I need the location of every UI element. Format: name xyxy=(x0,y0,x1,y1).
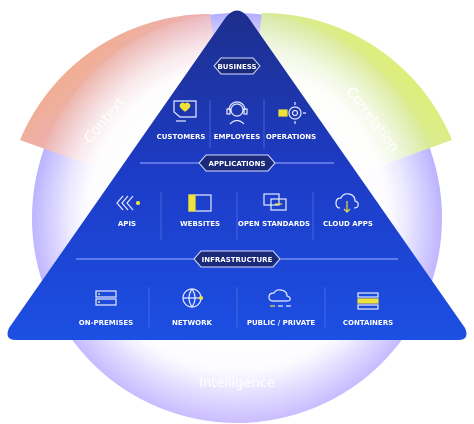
cloud-download-icon xyxy=(335,193,359,213)
pill-applications: APPLICATIONS xyxy=(198,154,276,172)
container-stack-icon xyxy=(357,292,379,310)
pyramid-shape xyxy=(7,10,467,340)
operations-gear-icon xyxy=(278,102,306,124)
employee-headset-icon xyxy=(226,101,248,125)
pill-business: BUSINESS xyxy=(213,57,261,75)
item-operations: OPERATIONS xyxy=(266,133,316,141)
infrastructure-labels: ON-PREMISES NETWORK PUBLIC / PRIVATE CON… xyxy=(79,319,393,327)
item-apis: APIS xyxy=(118,220,136,228)
cloud-cluster-icon xyxy=(268,289,291,307)
pill-applications-label: APPLICATIONS xyxy=(209,160,266,168)
item-customers: CUSTOMERS xyxy=(157,133,206,141)
website-window-icon xyxy=(188,194,212,212)
item-public-private: PUBLIC / PRIVATE xyxy=(247,319,315,327)
column-separators xyxy=(148,100,326,327)
item-websites: WEBSITES xyxy=(180,220,220,228)
item-cloud-apps: CLOUD APPS xyxy=(323,220,373,228)
open-standards-chat-icon xyxy=(263,193,287,211)
item-network: NETWORK xyxy=(172,319,212,327)
item-on-premises: ON-PREMISES xyxy=(79,319,133,327)
business-labels: CUSTOMERS EMPLOYEES OPERATIONS xyxy=(157,133,317,141)
api-chevrons-icon xyxy=(116,195,140,211)
pill-infrastructure-label: INFRASTRUCTURE xyxy=(202,256,273,264)
network-globe-icon xyxy=(182,288,203,308)
applications-labels: APIS WEBSITES OPEN STANDARDS CLOUD APPS xyxy=(118,220,373,228)
item-open-standards: OPEN STANDARDS xyxy=(238,220,310,228)
pill-infrastructure: INFRASTRUCTURE xyxy=(193,250,281,268)
pill-business-label: BUSINESS xyxy=(217,63,256,71)
item-containers: CONTAINERS xyxy=(343,319,393,327)
server-rack-icon xyxy=(95,290,117,306)
customer-heart-icon xyxy=(173,100,197,122)
ring-label-intelligence: Intelligence xyxy=(199,376,275,391)
item-employees: EMPLOYEES xyxy=(214,133,260,141)
